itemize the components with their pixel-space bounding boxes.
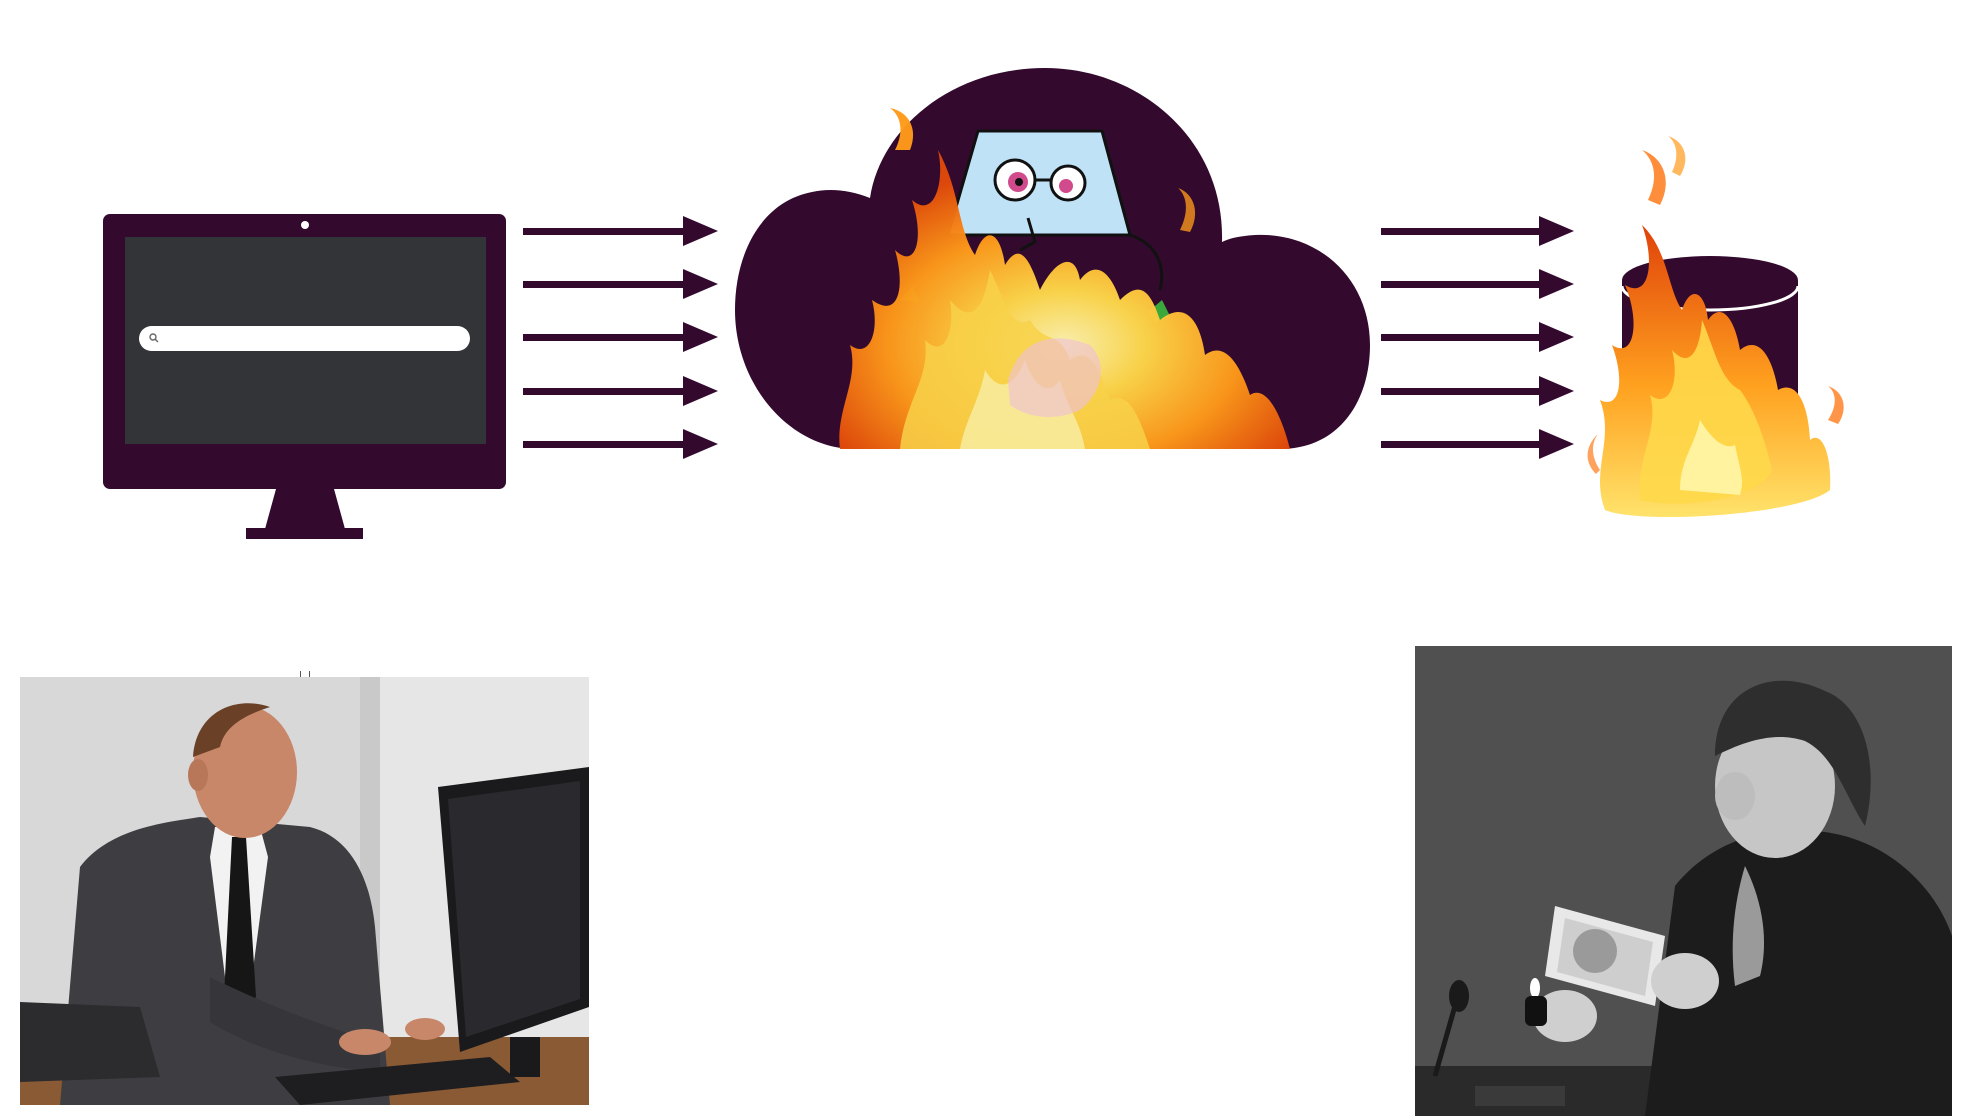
- man-burning-banknote-illustration: [1415, 646, 1952, 1116]
- arrow: [523, 269, 718, 299]
- monitor-camera: [301, 221, 309, 229]
- fire-flames: [1587, 136, 1844, 518]
- fire-flames: [839, 108, 1290, 449]
- monitor-stand: [265, 489, 345, 529]
- arrow: [1381, 429, 1574, 459]
- search-icon: [149, 333, 159, 343]
- monitor-base: [246, 528, 363, 539]
- arrow: [1381, 269, 1574, 299]
- arrow: [523, 322, 718, 352]
- arrow: [1381, 322, 1574, 352]
- arrow: [523, 429, 718, 459]
- search-bar: [139, 326, 470, 351]
- desktop-computer-icon: [103, 214, 506, 539]
- photo-man-burning-banknote: [1415, 646, 1952, 1116]
- arrow: [1381, 216, 1574, 246]
- arrows-to-cloud: [523, 216, 718, 459]
- arrow: [523, 376, 718, 406]
- man-in-suit-typing-illustration: [20, 677, 589, 1105]
- arrow: [1381, 376, 1574, 406]
- photo-man-typing: [20, 677, 589, 1105]
- arrow: [523, 216, 718, 246]
- cloud-icon: [735, 68, 1370, 449]
- arrows-to-database: [1381, 216, 1574, 459]
- database-cylinder-icon: [1587, 136, 1844, 518]
